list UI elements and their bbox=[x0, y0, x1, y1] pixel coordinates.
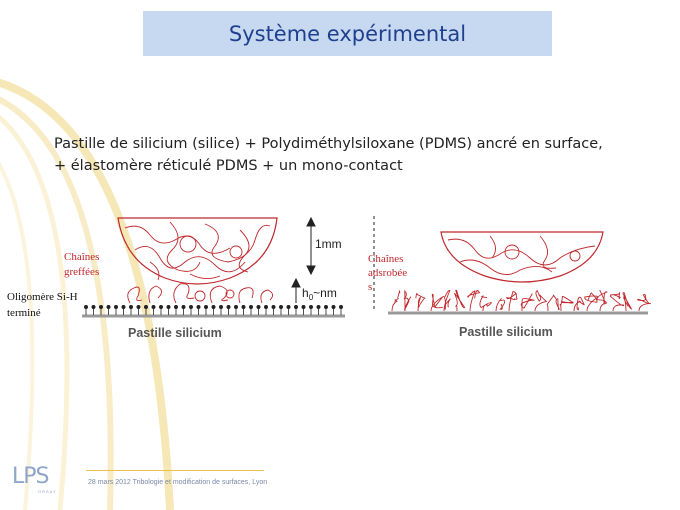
oligomer-head bbox=[166, 304, 171, 309]
oligomer-head bbox=[173, 304, 178, 309]
right-elastomer-cap bbox=[440, 231, 604, 283]
lps-logo: LPS ORSAY bbox=[12, 464, 57, 494]
label-left-substrate: Pastille silicium bbox=[128, 326, 222, 340]
left-panel: 1mm h0~nm Chaînes greffées Oligomère Si-… bbox=[7, 216, 345, 340]
adsorbed-chain bbox=[443, 289, 451, 312]
oligomer-head bbox=[331, 304, 336, 309]
oligomer-head bbox=[181, 304, 186, 309]
oligomer-head bbox=[128, 304, 133, 309]
left-oligomer-layer bbox=[84, 304, 343, 315]
slide-title: Système expérimental bbox=[228, 21, 467, 46]
oligomer-head bbox=[233, 304, 238, 309]
adsorbed-chain bbox=[546, 294, 560, 312]
oligomer-head bbox=[323, 304, 328, 309]
adsorbed-chain bbox=[596, 289, 609, 312]
oligomer-head bbox=[308, 304, 313, 309]
oligomer-head bbox=[158, 304, 163, 309]
oligomer-head bbox=[151, 304, 156, 309]
logo-text: LPS bbox=[12, 464, 49, 489]
adsorbed-chain bbox=[495, 298, 506, 312]
adsorbed-chain bbox=[479, 295, 493, 312]
oligomer-head bbox=[188, 304, 193, 309]
oligomer-head bbox=[226, 304, 231, 309]
adsorbed-chain bbox=[403, 289, 412, 312]
oligomer-head bbox=[271, 304, 276, 309]
title-box: Système expérimental bbox=[143, 11, 552, 56]
gap-arrow-1mm bbox=[306, 216, 316, 276]
experimental-diagram: 1mm h0~nm Chaînes greffées Oligomère Si-… bbox=[7, 216, 652, 340]
left-network-chains bbox=[124, 221, 271, 281]
body-line-2: + élastomère réticulé PDMS + un mono-con… bbox=[54, 158, 403, 174]
left-elastomer-cap bbox=[117, 217, 278, 285]
oligomer-head bbox=[241, 304, 246, 309]
oligomer-head bbox=[301, 304, 306, 309]
oligomer-head bbox=[338, 304, 343, 309]
label-adsorbed-chains: Chaînes adsrobée s bbox=[368, 253, 410, 293]
left-grafted-chains bbox=[127, 283, 273, 304]
oligomer-head bbox=[218, 304, 223, 309]
footer-text: 28 mars 2012 Tribologie et modification … bbox=[88, 479, 268, 486]
adsorbed-chain bbox=[584, 292, 599, 312]
oligomer-head bbox=[143, 304, 148, 309]
adsorbed-chain bbox=[559, 295, 574, 312]
oligomer-head bbox=[286, 304, 291, 309]
adsorbed-chain bbox=[506, 291, 518, 312]
label-oligomer: Oligomère Si-H terminé bbox=[7, 291, 80, 319]
oligomer-head bbox=[293, 304, 298, 309]
logo-subtext: ORSAY bbox=[38, 489, 57, 494]
oligomer-head bbox=[121, 304, 126, 309]
adsorbed-chain bbox=[622, 292, 633, 312]
adsorbed-chain bbox=[520, 293, 535, 312]
oligomer-head bbox=[136, 304, 141, 309]
right-network-chains bbox=[447, 235, 596, 275]
oligomer-head bbox=[84, 304, 89, 309]
oligomer-head bbox=[263, 304, 268, 309]
adsorbed-chain bbox=[391, 290, 401, 312]
body-line-1: Pastille de silicium (silice) + Polydimé… bbox=[54, 136, 603, 152]
oligomer-head bbox=[203, 304, 208, 309]
label-right-substrate: Pastille silicium bbox=[459, 325, 553, 339]
adsorbed-chain bbox=[430, 293, 445, 312]
adsorbed-chain bbox=[453, 289, 466, 312]
adsorbed-chain bbox=[573, 296, 585, 312]
label-h0: h0~nm bbox=[302, 286, 337, 302]
oligomer-head bbox=[196, 304, 201, 309]
right-panel: Chaînes adsrobée s Pastille silicium bbox=[368, 231, 652, 339]
adsorbed-chain bbox=[534, 289, 548, 312]
gap-arrow-h0 bbox=[291, 277, 301, 303]
adsorbed-chain bbox=[637, 294, 652, 312]
oligomer-head bbox=[248, 304, 253, 309]
label-1mm: 1mm bbox=[315, 237, 342, 251]
oligomer-head bbox=[91, 304, 96, 309]
oligomer-head bbox=[256, 304, 261, 309]
oligomer-head bbox=[114, 304, 119, 309]
oligomer-head bbox=[316, 304, 321, 309]
oligomer-head bbox=[99, 304, 104, 309]
adsorbed-chain bbox=[415, 293, 426, 312]
right-adsorbed-chains bbox=[391, 289, 652, 312]
slide-body: Pastille de silicium (silice) + Polydimé… bbox=[54, 133, 664, 177]
adsorbed-chain bbox=[609, 291, 625, 312]
label-grafted-chains: Chaînes greffées bbox=[64, 251, 102, 278]
footer-divider bbox=[86, 470, 264, 471]
oligomer-head bbox=[106, 304, 111, 309]
oligomer-head bbox=[278, 304, 283, 309]
oligomer-head bbox=[211, 304, 216, 309]
adsorbed-chain bbox=[467, 290, 481, 312]
